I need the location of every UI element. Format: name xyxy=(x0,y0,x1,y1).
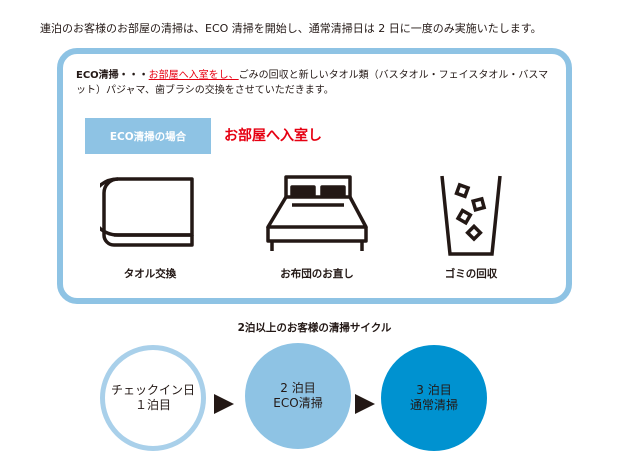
cycle-title: 2泊以上のお客様の清掃サイクル xyxy=(237,322,392,334)
eco-badge: ECO清掃の場合 xyxy=(85,118,211,154)
bed-icon xyxy=(266,175,368,251)
step-line2: 通常清掃 xyxy=(409,398,458,412)
desc-highlight: お部屋へ入室をし、 xyxy=(148,70,239,81)
step-line2: １泊目 xyxy=(134,398,171,412)
eco-description: ECO清掃・・・お部屋へ入室をし、ごみの回収と新しいタオル類（バスタオル・フェイ… xyxy=(76,68,556,98)
intro-text: 連泊のお客様のお部屋の清掃は、ECO 清掃を開始し、通常清掃日は 2 日に一度の… xyxy=(40,22,542,35)
towel-label: タオル交換 xyxy=(123,268,177,280)
step-line2: ECO清掃 xyxy=(273,396,323,410)
bed-label: お布団のお直し xyxy=(280,268,354,280)
enter-room-heading: お部屋へ入室し xyxy=(224,128,322,144)
step-line1: 2 泊目 xyxy=(280,381,316,395)
eco-info-box xyxy=(57,48,572,304)
trash-label: ゴミの回収 xyxy=(444,268,498,280)
trash-bin-icon xyxy=(440,175,502,256)
arrow-right-icon xyxy=(355,394,375,414)
step-line1: チェックイン日 xyxy=(110,383,195,397)
step-line1: 3 泊目 xyxy=(416,383,452,397)
arrow-right-icon xyxy=(214,394,234,414)
cycle-step-regular: 3 泊目通常清掃 xyxy=(381,345,487,451)
towel-icon xyxy=(100,177,194,247)
desc-label: ECO清掃・・・ xyxy=(76,70,149,81)
desc-rest: ごみの回収と新しいタオル類（バスタオル・フェイスタオル・バスマット）パジャマ、歯… xyxy=(76,70,549,96)
